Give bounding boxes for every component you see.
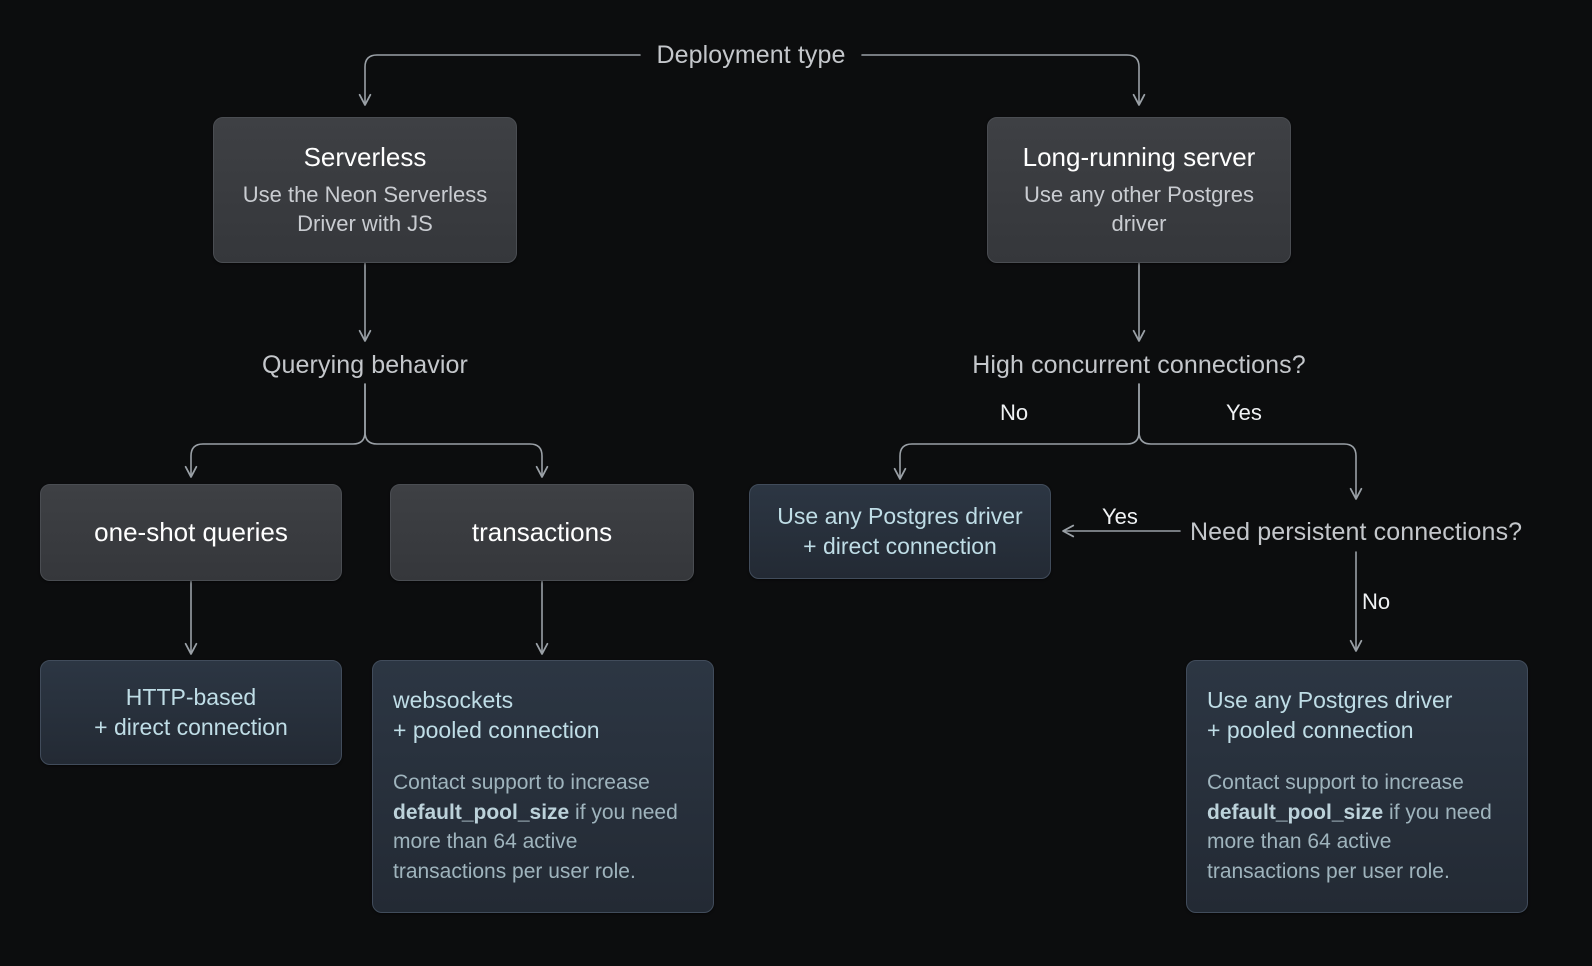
edge-label-concurrency-no: No	[1000, 400, 1029, 425]
node-one-shot-queries-label: one-shot queries	[94, 517, 288, 548]
node-long-running-title: Long-running server	[1022, 142, 1256, 173]
node-transactions-label: transactions	[471, 517, 613, 548]
edge-label-persistent-no: No	[1362, 589, 1391, 614]
node-serverless-title: Serverless	[303, 142, 427, 173]
edge-concurrency-no	[893, 383, 1140, 480]
node-long-running-server[interactable]: Long-running server Use any other Postgr…	[987, 117, 1291, 263]
node-postgres-driver-direct-head: Use any Postgres driver + direct connect…	[777, 502, 1022, 562]
line-1: Use any Postgres driver	[1207, 686, 1453, 713]
decision-querying-behavior: Querying behavior	[262, 350, 468, 379]
node-serverless[interactable]: Serverless Use the Neon Serverless Drive…	[213, 117, 517, 263]
node-websockets-pooled[interactable]: websockets + pooled connection Contact s…	[372, 660, 714, 913]
node-websockets-pooled-note: Contact support to increase default_pool…	[393, 768, 693, 887]
node-one-shot-queries[interactable]: one-shot queries	[40, 484, 342, 581]
edge-label-persistent-yes: Yes	[1102, 504, 1138, 529]
note-prefix: Contact support to increase	[1207, 770, 1464, 794]
decision-high-concurrent-connections: High concurrent connections?	[972, 350, 1306, 379]
node-http-based-direct-head: HTTP-based + direct connection	[94, 683, 288, 743]
decision-need-persistent-connections: Need persistent connections?	[1190, 517, 1523, 546]
note-code: default_pool_size	[393, 800, 570, 824]
node-postgres-driver-pooled-note: Contact support to increase default_pool…	[1207, 768, 1507, 887]
line-2: + direct connection	[803, 532, 997, 559]
line-2: + pooled connection	[1207, 716, 1414, 743]
root-decision-label: Deployment type	[656, 40, 846, 69]
note-suffix: if you need more than 64 active transact…	[1207, 800, 1492, 884]
edge-query-to-transactions	[364, 383, 549, 478]
note-suffix: if you need more than 64 active transact…	[393, 800, 678, 884]
edge-label-concurrency-yes: Yes	[1226, 400, 1262, 425]
node-http-based-direct[interactable]: HTTP-based + direct connection	[40, 660, 342, 765]
line-2: + direct connection	[94, 713, 288, 740]
node-serverless-subtitle: Use the Neon Serverless Driver with JS	[242, 181, 488, 237]
edge-query-to-oneshot	[184, 383, 366, 478]
note-prefix: Contact support to increase	[393, 770, 650, 794]
note-code: default_pool_size	[1207, 800, 1384, 824]
edge-root-to-serverless	[358, 54, 641, 106]
line-1: Use any Postgres driver	[777, 502, 1023, 529]
node-long-running-subtitle: Use any other Postgres driver	[1024, 181, 1254, 237]
line-1: websockets	[393, 686, 514, 713]
line-1: HTTP-based	[125, 683, 257, 710]
node-postgres-driver-pooled-head: Use any Postgres driver + pooled connect…	[1207, 686, 1507, 746]
line-2: + pooled connection	[393, 716, 600, 743]
node-postgres-driver-pooled[interactable]: Use any Postgres driver + pooled connect…	[1186, 660, 1528, 913]
node-websockets-pooled-head: websockets + pooled connection	[393, 686, 693, 746]
edge-root-to-longrunning	[861, 54, 1146, 106]
node-postgres-driver-direct[interactable]: Use any Postgres driver + direct connect…	[749, 484, 1051, 579]
node-transactions[interactable]: transactions	[390, 484, 694, 581]
